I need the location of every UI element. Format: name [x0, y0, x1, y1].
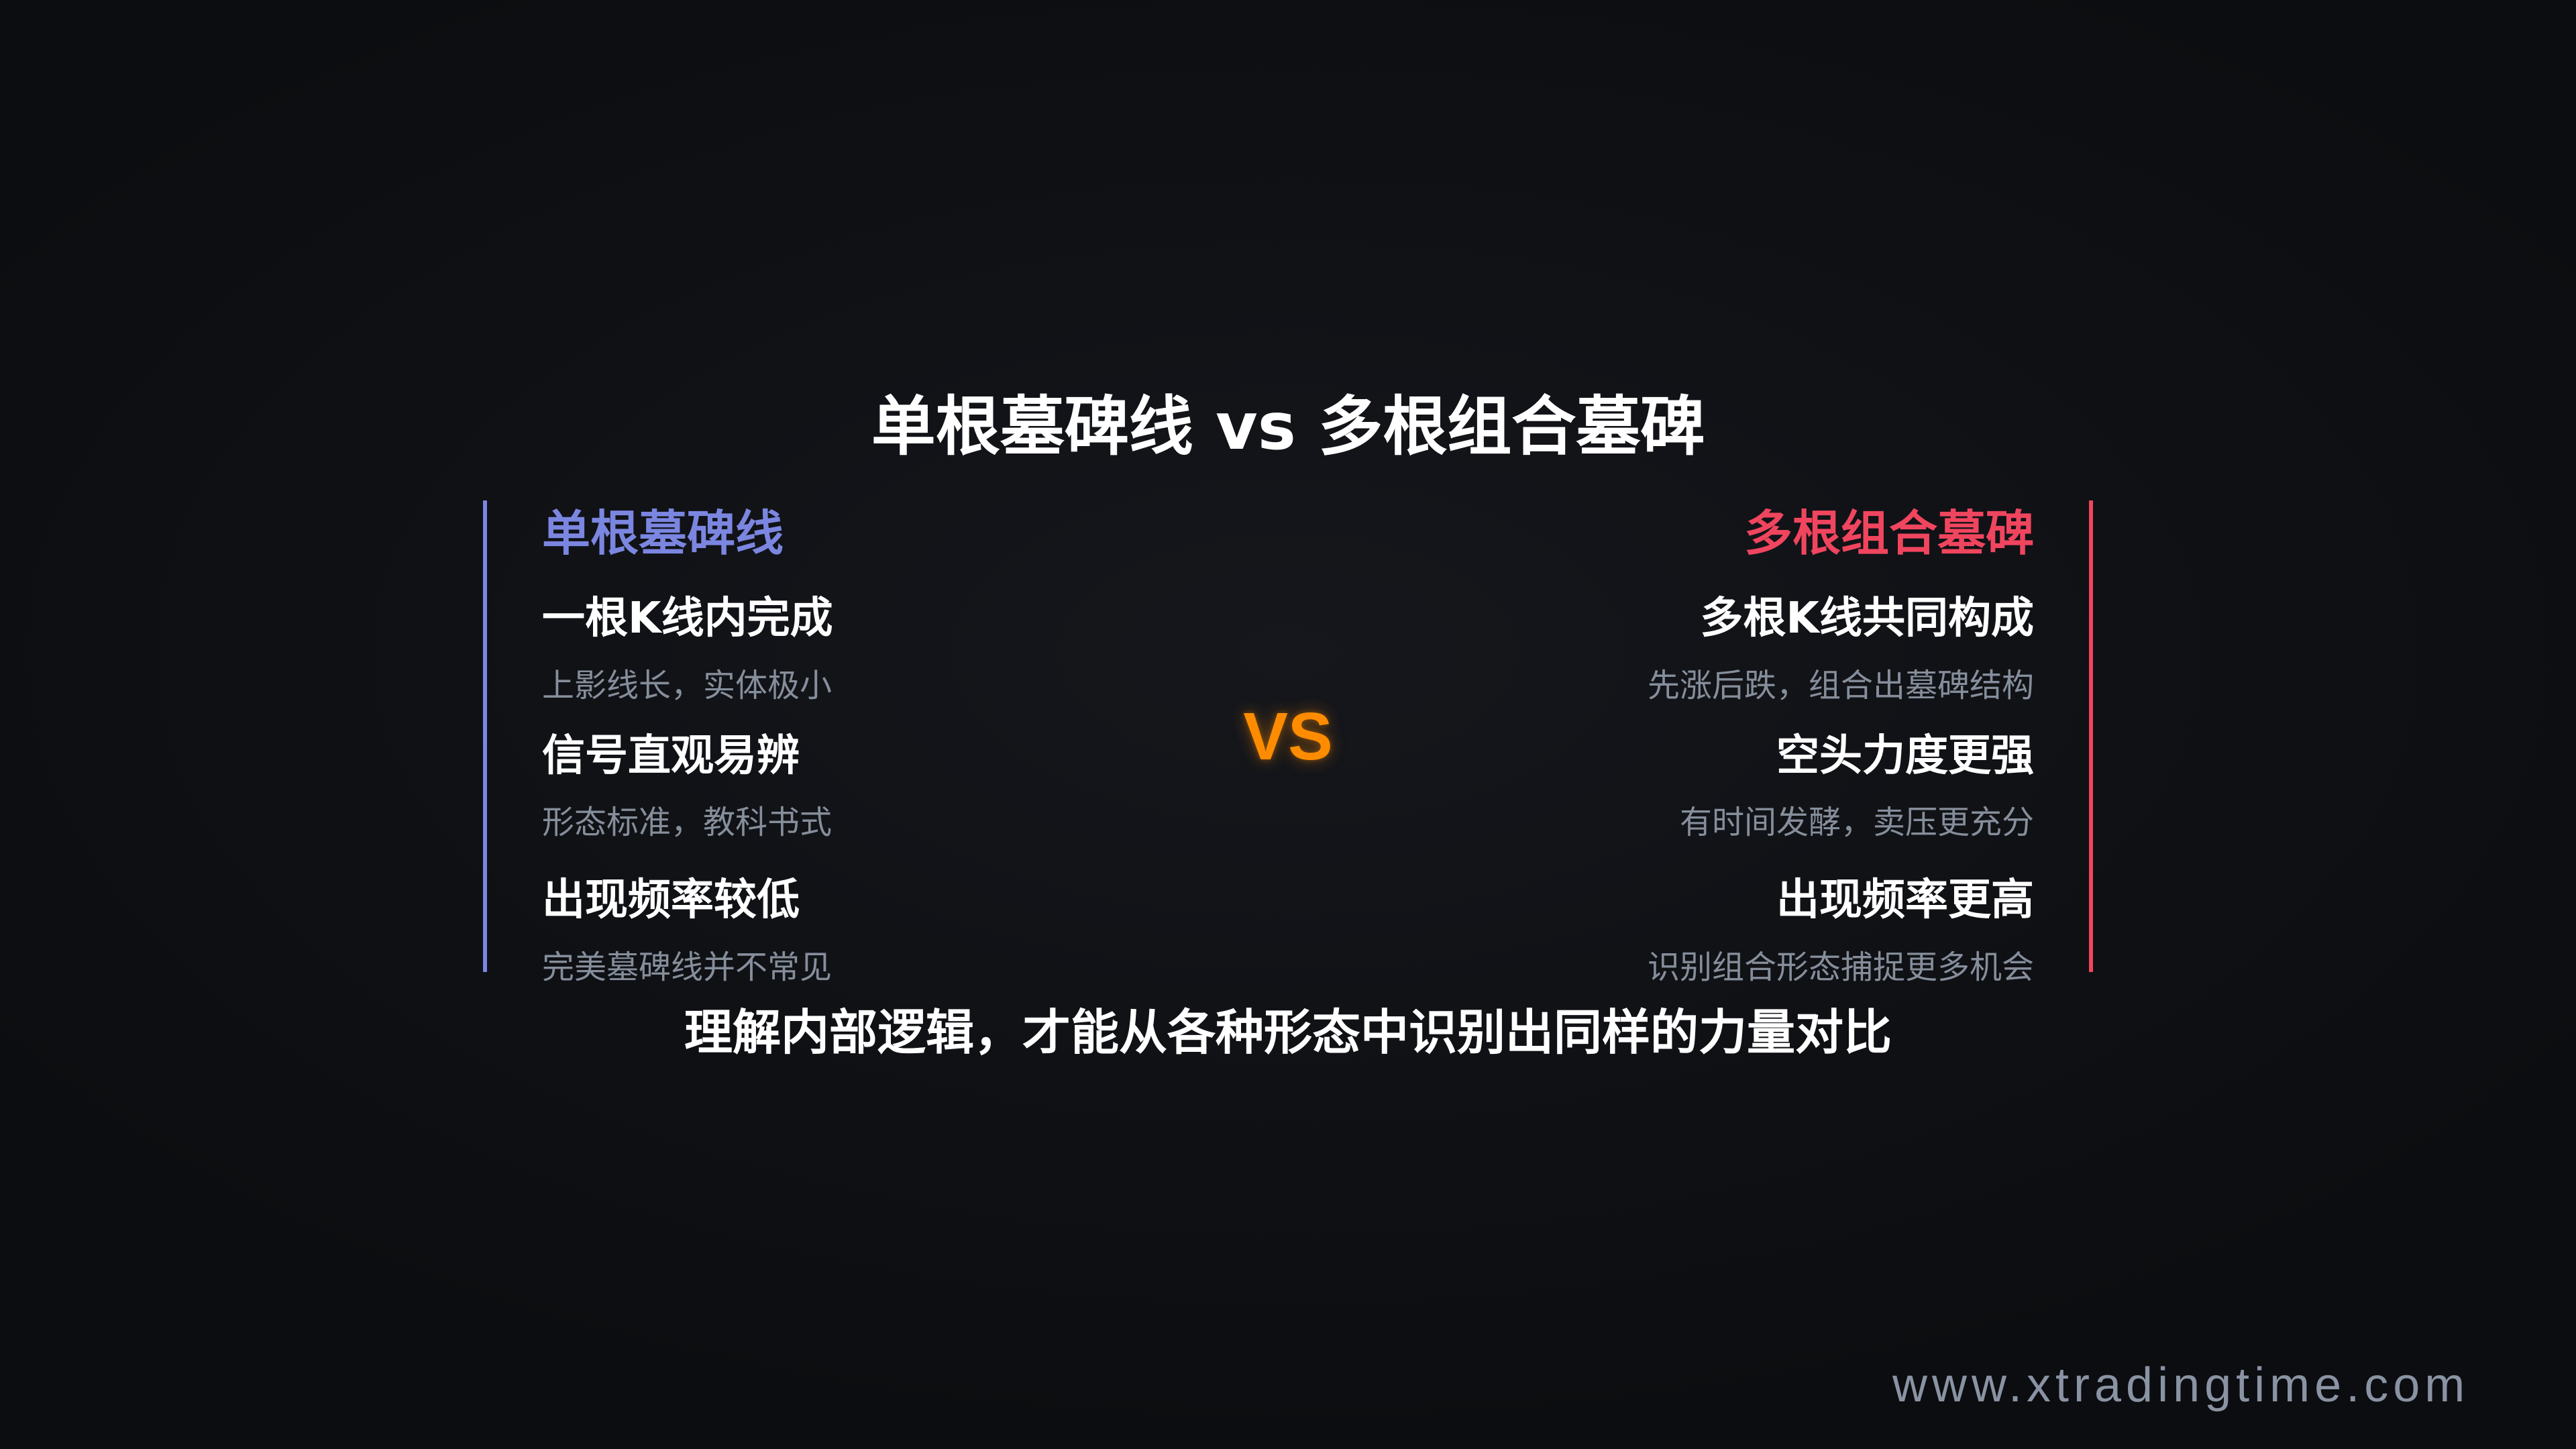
right-item-1-title: 多根K线共同构成 — [1700, 594, 2034, 643]
left-column-header: 单根墓碑线 — [542, 505, 784, 561]
left-item-3-desc: 完美墓碑线并不常见 — [542, 949, 833, 986]
right-column-header: 多根组合墓碑 — [1743, 505, 2034, 561]
left-item-1-desc: 上影线长，实体极小 — [542, 667, 833, 704]
right-item-1-desc: 先涨后跌，组合出墓碑结构 — [1647, 667, 2034, 704]
watermark-url: www.xtradingtime.com — [1892, 1358, 2470, 1412]
right-item-3-title: 出现频率更高 — [1776, 875, 2034, 925]
left-item-1-title: 一根K线内完成 — [542, 594, 833, 643]
right-item-2-title: 空头力度更强 — [1776, 731, 2034, 781]
left-item-2-title: 信号直观易辨 — [542, 731, 800, 781]
vs-label: VS — [1243, 699, 1333, 774]
left-item-2-desc: 形态标准，教科书式 — [542, 804, 833, 841]
right-item-2-desc: 有时间发酵，卖压更充分 — [1679, 804, 2034, 841]
left-item-3-title: 出现频率较低 — [542, 875, 800, 925]
right-item-3-desc: 识别组合形态捕捉更多机会 — [1647, 949, 2034, 986]
left-accent-bar — [483, 500, 487, 972]
right-accent-bar — [2089, 500, 2093, 972]
conclusion-text: 理解内部逻辑，才能从各种形态中识别出同样的力量对比 — [684, 1004, 1892, 1061]
page-title: 单根墓碑线 vs 多根组合墓碑 — [871, 389, 1705, 464]
